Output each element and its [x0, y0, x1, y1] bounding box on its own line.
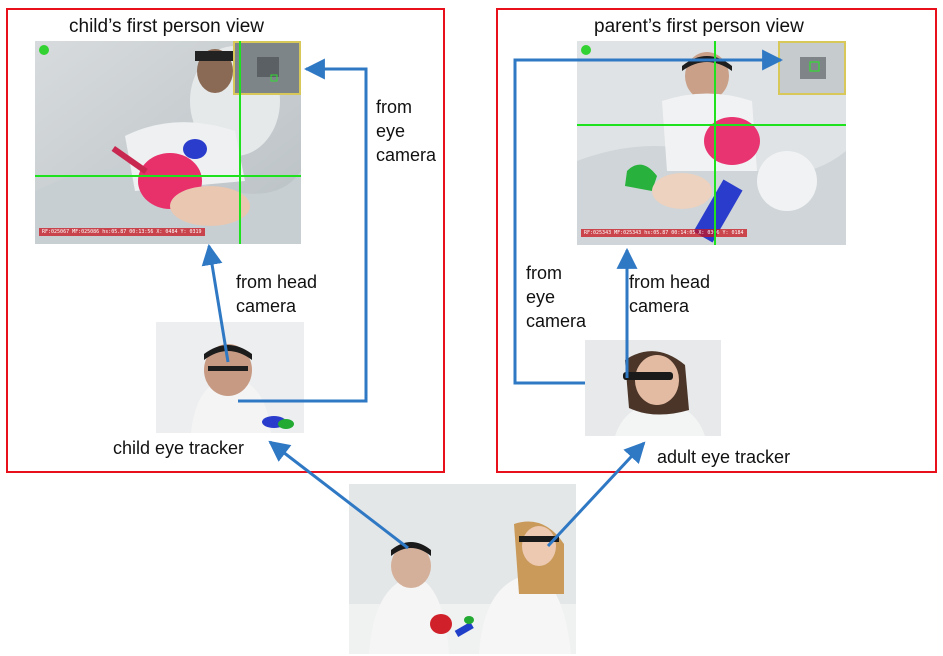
scene-image — [349, 484, 576, 654]
parent-eye-camera-line-3: camera — [526, 311, 587, 331]
child-head-camera-label: from head camera — [236, 270, 317, 318]
adult-eye-tracker-image — [585, 340, 721, 436]
parent-eye-camera-line-2: eye — [526, 287, 556, 307]
child-head-camera-line-1: from head — [236, 272, 318, 292]
parent-status-bar: RF:025343 MF:025343 hs:05.87 00:14:05 X:… — [581, 229, 747, 237]
child-eye-camera-label: from eye camera — [376, 95, 436, 167]
child-eye-camera-line-3: camera — [376, 145, 437, 165]
child-first-person-view-image: RF:025067 MF:025086 hs:05.87 00:13:56 X:… — [35, 41, 301, 244]
parent-eye-camera-label: from eye camera — [526, 261, 586, 333]
child-status-bar: RF:025067 MF:025086 hs:05.87 00:13:56 X:… — [39, 228, 205, 236]
child-head-camera-line-2: camera — [236, 296, 297, 316]
parent-first-person-view-image: RF:025343 MF:025343 hs:05.87 00:14:05 X:… — [577, 41, 846, 245]
child-eye-camera-line-2: eye — [376, 121, 406, 141]
child-eye-tracker-image — [156, 322, 304, 433]
parent-head-camera-line-1: from head — [629, 272, 711, 292]
child-eye-camera-inset — [233, 41, 301, 95]
parent-head-camera-line-2: camera — [629, 296, 690, 316]
parent-panel-frame — [496, 8, 937, 473]
parent-eye-camera-line-1: from — [526, 263, 562, 283]
child-panel-frame — [6, 8, 445, 473]
adult-eye-tracker-label: adult eye tracker — [657, 447, 791, 467]
parent-head-camera-label: from head camera — [629, 270, 710, 318]
child-panel-title: child’s first person view — [69, 16, 265, 37]
parent-panel-title: parent’s first person view — [594, 16, 804, 37]
child-eye-camera-line-1: from — [376, 97, 412, 117]
parent-eye-camera-inset — [778, 41, 846, 95]
child-eye-tracker-label: child eye tracker — [113, 438, 245, 458]
